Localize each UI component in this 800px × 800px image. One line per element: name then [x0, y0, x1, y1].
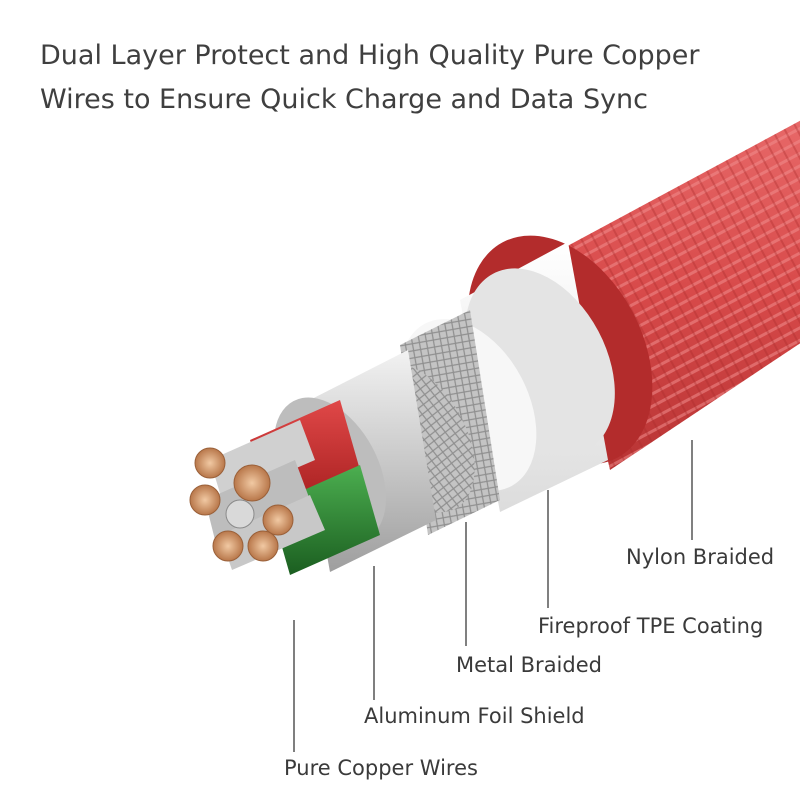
headline: Dual Layer Protect and High Quality Pure…: [40, 34, 780, 122]
leader-lines: [293, 440, 693, 752]
label-nylon-braided: Nylon Braided: [626, 545, 775, 569]
label-fireproof-tpe-coating: Fireproof TPE Coating: [538, 614, 764, 638]
copper-wire-ends: [189, 447, 294, 562]
label-metal-braided: Metal Braided: [456, 653, 602, 677]
headline-line-1: Dual Layer Protect and High Quality Pure…: [40, 40, 700, 71]
label-pure-copper-wires: Pure Copper Wires: [284, 756, 478, 780]
label-aluminum-foil-shield: Aluminum Foil Shield: [364, 704, 585, 728]
headline-line-2: Wires to Ensure Quick Charge and Data Sy…: [40, 84, 649, 115]
